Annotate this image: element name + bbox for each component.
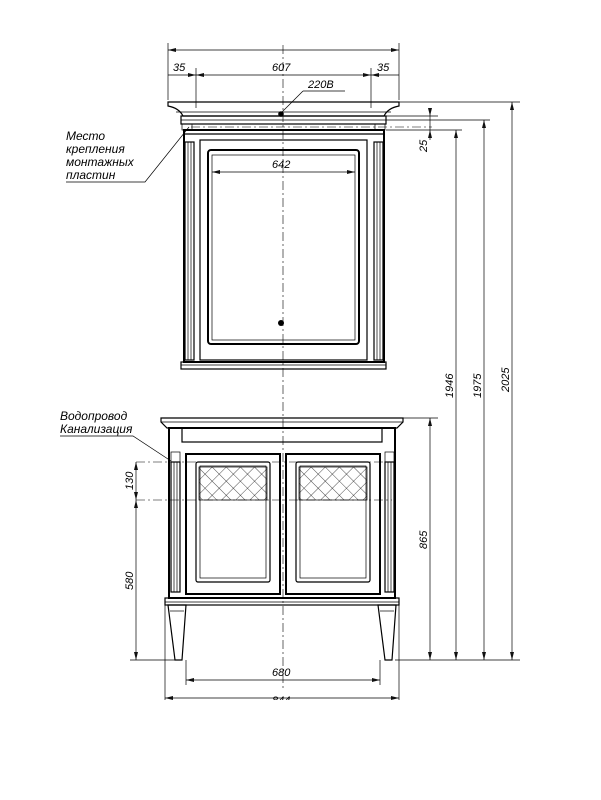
- note-mounting-3: монтажных: [66, 155, 135, 169]
- dim-865: 865: [418, 530, 430, 549]
- dim-power: 220В: [307, 79, 334, 91]
- dim-side-right: 35: [377, 62, 390, 74]
- note-mounting-1: Место: [66, 129, 105, 143]
- dim-top-offset: 25: [418, 139, 430, 153]
- dim-mirror-center: 607: [272, 62, 291, 74]
- vanity-cabinet: [160, 417, 404, 661]
- dim-130: 130: [124, 471, 136, 490]
- note-mounting-2: крепления: [66, 142, 125, 156]
- bottom-blank-area: [0, 700, 601, 800]
- note-plumbing-2: Канализация: [60, 422, 133, 436]
- dim-side-left: 35: [173, 62, 186, 74]
- left-dimension-lines: [130, 462, 182, 661]
- mirror-cabinet: [167, 101, 400, 370]
- note-mounting-4: пластин: [66, 168, 116, 182]
- power-point-icon: [278, 111, 284, 117]
- note-plumbing-1: Водопровод: [60, 409, 128, 423]
- dim-1946: 1946: [444, 373, 456, 398]
- dim-642-lines: [212, 170, 355, 174]
- dim-580: 580: [124, 571, 136, 590]
- mounting-leader: [66, 126, 190, 183]
- right-dimension-lines: [386, 101, 520, 661]
- dim-mirror-inner: 642: [272, 159, 290, 171]
- mirror-switch-icon: [278, 320, 284, 326]
- dim-2025: 2025: [500, 367, 512, 393]
- plumbing-leader: [60, 435, 172, 462]
- top-dimension-lines: [167, 43, 400, 108]
- dim-1975: 1975: [472, 373, 484, 398]
- bottom-dimension-lines: [164, 605, 400, 702]
- dim-680: 680: [272, 667, 291, 679]
